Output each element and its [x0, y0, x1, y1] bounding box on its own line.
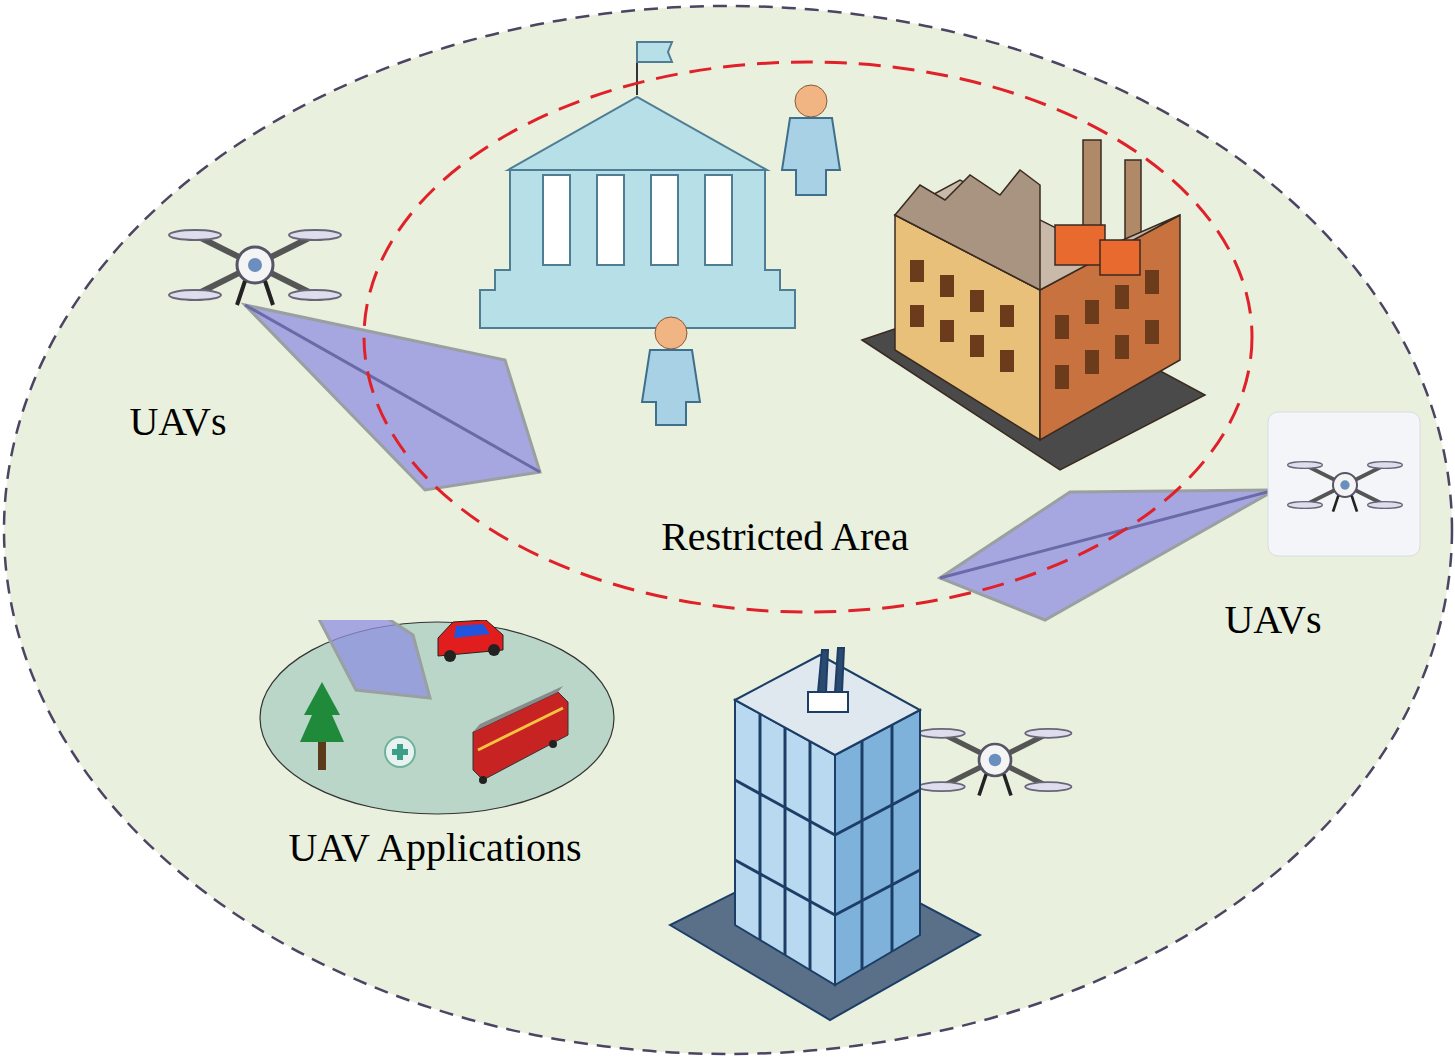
car: [438, 620, 503, 662]
person: [642, 317, 700, 425]
medical-icon: [385, 737, 415, 767]
area-ellipse: [364, 62, 1252, 612]
application-area: UAV Applications: [258, 620, 616, 882]
uav-label: UAVs: [129, 400, 226, 444]
uav-label: UAVs: [1224, 598, 1321, 642]
restricted-area: Restricted Area: [362, 60, 1254, 614]
sensor-cone: [245, 305, 540, 490]
area-ellipse: [260, 622, 614, 814]
outer-area: [4, 6, 1452, 1054]
tree: [300, 682, 344, 770]
factory: [862, 140, 1205, 470]
drone: [169, 230, 341, 305]
person: [782, 85, 840, 195]
area-label: Restricted Area: [661, 515, 909, 559]
drone-icon-tile: [1268, 412, 1420, 556]
sensor-cone: [283, 620, 430, 698]
drone: [919, 729, 1072, 796]
area-label: UAV Applications: [289, 826, 582, 870]
government-building: [480, 42, 795, 328]
skyscraper: [670, 648, 980, 1020]
train: [473, 686, 568, 784]
